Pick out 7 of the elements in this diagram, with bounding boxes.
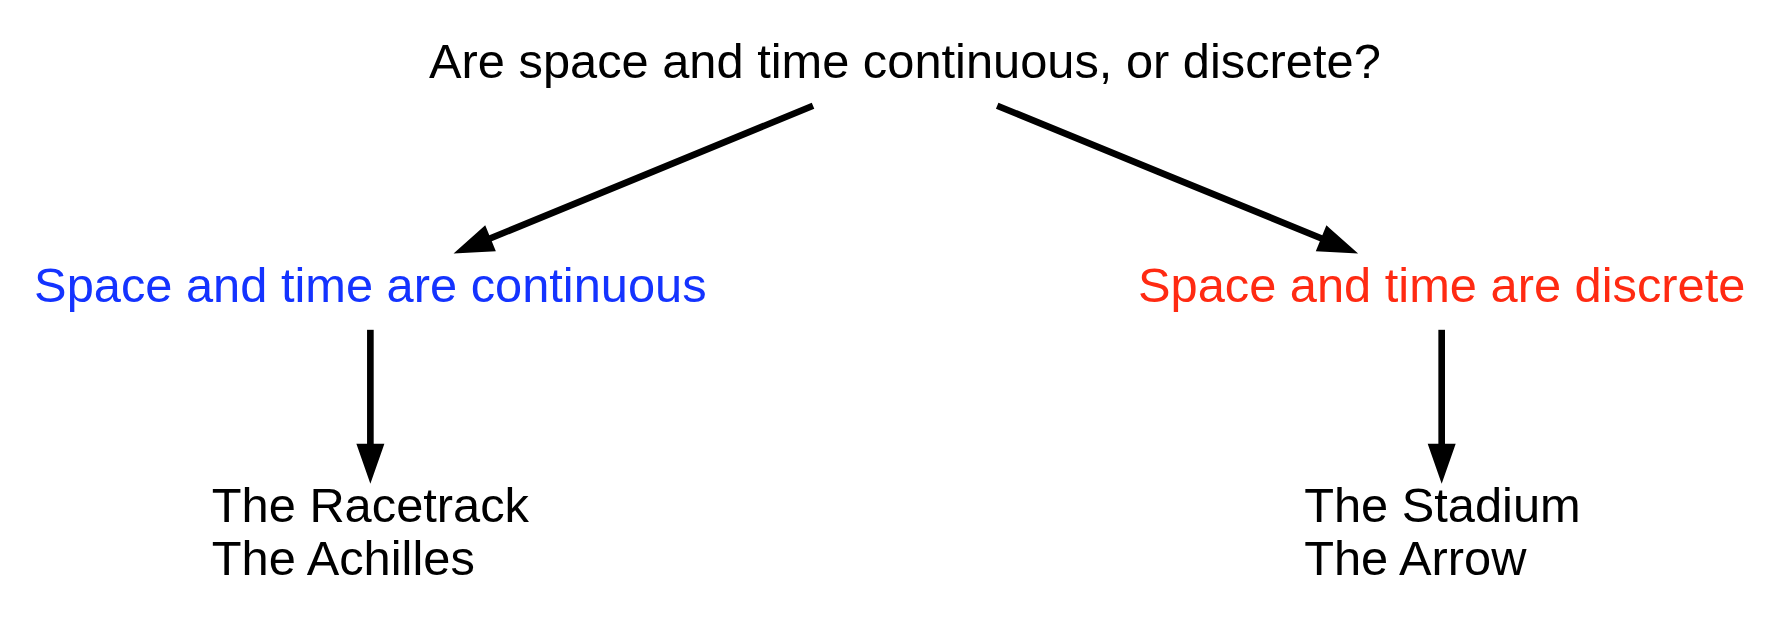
- node-text: Space and time are discrete: [1137, 257, 1745, 312]
- node-text: Space and time are continuous: [33, 257, 707, 312]
- node-text: The Racetrack The Achilles: [211, 477, 529, 585]
- node-text: Are space and time continuous, or discrete?: [428, 33, 1381, 88]
- arrow: [453, 102, 814, 253]
- node-text: The Stadium The Arrow: [1303, 477, 1581, 585]
- arrow: [995, 102, 1358, 253]
